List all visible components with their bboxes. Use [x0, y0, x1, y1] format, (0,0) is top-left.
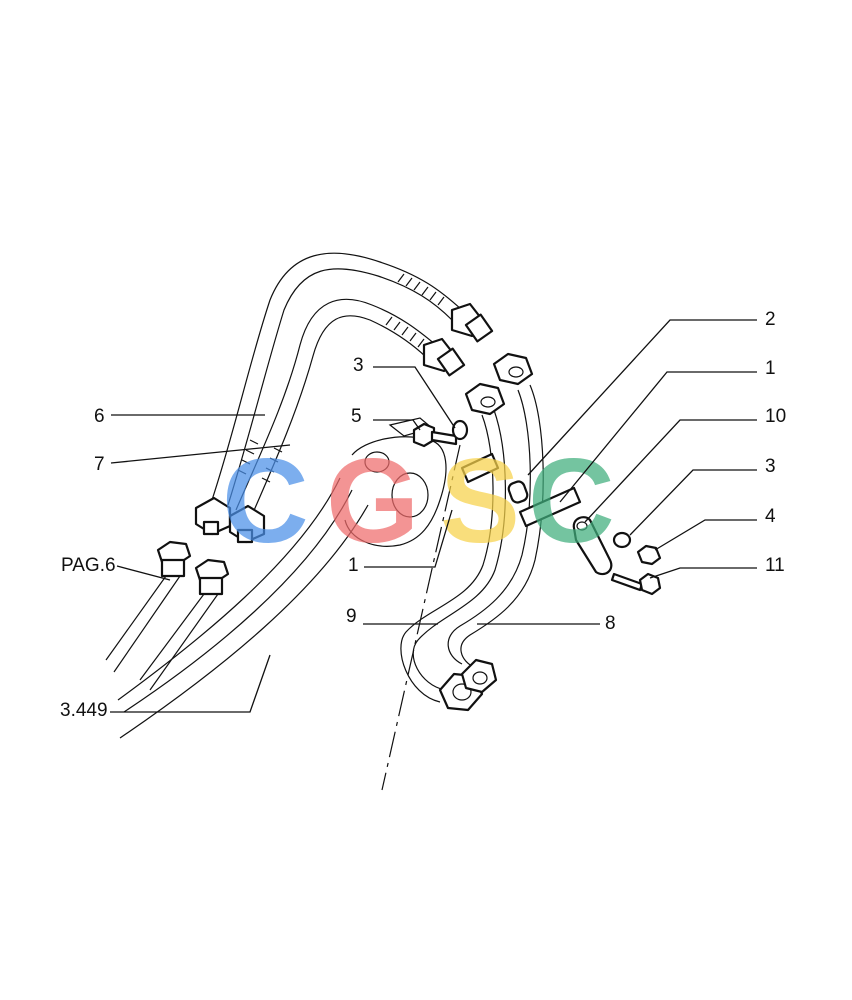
hose-7 — [235, 298, 437, 516]
callout-7: 7 — [94, 454, 105, 475]
callout-6: 6 — [94, 406, 105, 427]
callout-4: 4 — [765, 506, 776, 527]
hose-fitting-top — [422, 302, 494, 377]
washer-3-right — [612, 531, 632, 549]
pipe-9 — [400, 409, 506, 703]
clamp-plate-1 — [518, 486, 582, 528]
watermark-letter-c: C — [222, 434, 309, 568]
callout-1-plate: 1 — [765, 358, 776, 379]
callout-8: 8 — [605, 613, 616, 634]
bolt-11 — [610, 572, 662, 596]
pipe-8 — [447, 384, 544, 669]
callout-3-washer-right: 3 — [765, 456, 776, 477]
callout-pag6: PAG.6 — [61, 555, 116, 576]
nut-4 — [636, 544, 662, 566]
callout-10: 10 — [765, 406, 786, 427]
callout-11: 11 — [765, 555, 785, 576]
spacer-2 — [507, 480, 529, 504]
callout-1-block: 1 — [348, 555, 359, 576]
pipe-top-nuts — [464, 352, 534, 416]
watermark-letter-s: S — [440, 434, 520, 568]
callout-9: 9 — [346, 606, 357, 627]
watermark: C G S C — [222, 434, 615, 568]
clamp-plate-left — [460, 452, 500, 484]
callout-5-bolt: 5 — [351, 406, 362, 427]
hose-6 — [211, 252, 463, 506]
leader-lines — [110, 319, 757, 713]
bracket-10 — [572, 516, 613, 576]
supply-lines — [105, 477, 369, 739]
watermark-letter-c2: C — [528, 434, 615, 568]
pipe-bottom-nuts — [438, 658, 498, 712]
washer-3-top — [451, 419, 469, 441]
callout-3-449: 3.449 — [60, 700, 108, 721]
callout-3-washer: 3 — [353, 355, 364, 376]
bracket-hole — [576, 521, 588, 531]
hose-braid-hatching — [237, 273, 445, 483]
watermark-letter-g: G — [326, 434, 419, 568]
hose-fitting-bottom — [194, 496, 266, 544]
center-line — [381, 444, 461, 791]
pag6-fittings — [156, 540, 230, 596]
callout-2: 2 — [765, 309, 776, 330]
